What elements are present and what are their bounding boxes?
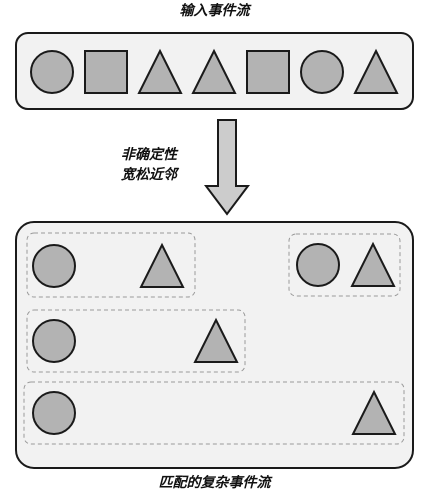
match-4-circle-icon	[32, 391, 76, 435]
down-arrow-icon	[204, 119, 250, 216]
input-events	[30, 48, 399, 94]
strategy-label-line1: 非确定性	[121, 147, 177, 163]
match-2-triangle-icon	[350, 241, 396, 287]
input-stream-title: 输入事件流	[179, 3, 250, 19]
input-event-circle-icon	[300, 50, 344, 94]
match-3-triangle-icon	[193, 317, 239, 363]
match-1-triangle-icon	[139, 242, 185, 288]
input-event-circle-icon	[30, 50, 74, 94]
input-event-triangle-icon	[137, 48, 183, 94]
input-event-triangle-icon	[191, 48, 237, 94]
match-shapes	[32, 241, 397, 435]
match-2-circle-icon	[296, 243, 340, 287]
input-event-triangle-icon	[353, 48, 399, 94]
match-1-circle-icon	[32, 244, 76, 288]
output-stream-title: 匹配的复杂事件流	[158, 475, 271, 491]
match-group-4	[23, 381, 405, 445]
match-group-3	[26, 309, 246, 373]
strategy-label-line2: 宽松近邻	[121, 167, 177, 183]
input-event-square-icon	[84, 50, 128, 94]
match-3-circle-icon	[32, 319, 76, 363]
input-event-square-icon	[246, 50, 290, 94]
match-4-triangle-icon	[351, 389, 397, 435]
match-group-1	[26, 232, 196, 298]
